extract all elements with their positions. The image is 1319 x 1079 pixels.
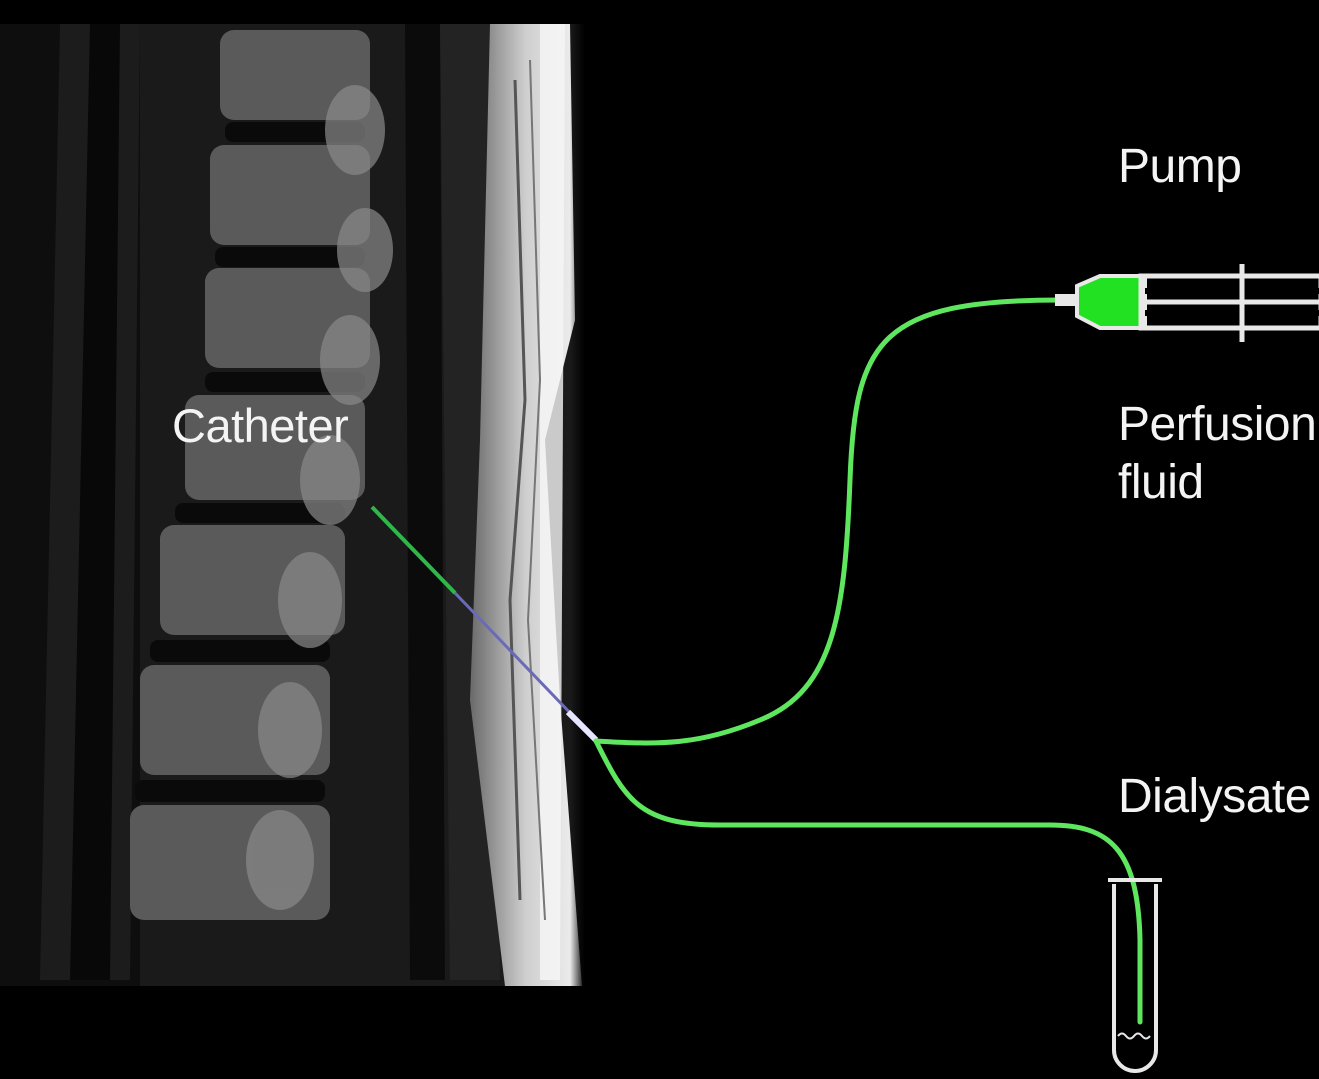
syringe-icon xyxy=(1055,264,1319,342)
perfusion-fluid-label: Perfusion fluid xyxy=(1118,396,1316,511)
inlet-tubing xyxy=(596,300,1060,743)
outlet-tubing xyxy=(596,741,1140,1022)
dialysate-label: Dialysate xyxy=(1118,768,1311,826)
pump-label: Pump xyxy=(1118,138,1241,196)
test-tube-icon xyxy=(1108,880,1162,1071)
catheter-label: Catheter xyxy=(172,398,348,454)
mri-image xyxy=(0,24,585,986)
perfusion-label-line2: fluid xyxy=(1118,454,1316,512)
perfusion-label-line1: Perfusion xyxy=(1118,396,1316,454)
